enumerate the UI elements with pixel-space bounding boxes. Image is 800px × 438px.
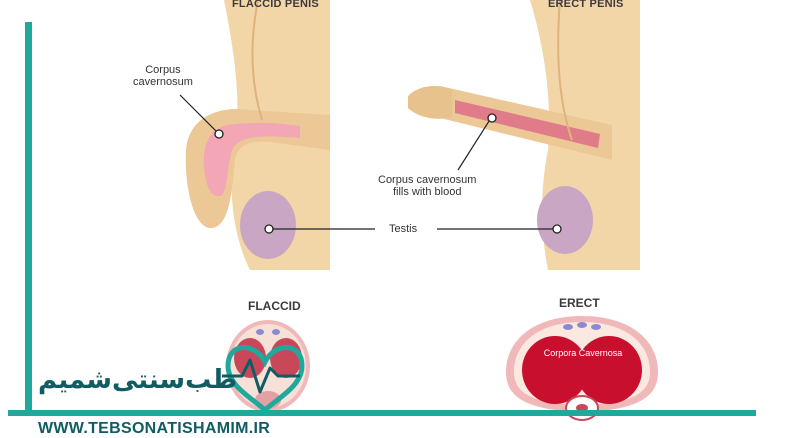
flaccid-cross-section — [226, 320, 310, 412]
label-corpora-cavernosa: Corpora Cavernosa — [543, 348, 623, 358]
brand-name: طب‌سنتی‌شمیم — [38, 364, 238, 394]
marker-testis-left — [264, 224, 274, 234]
marker-testis-right — [552, 224, 562, 234]
flaccid-corpus — [203, 122, 300, 197]
label-testis: Testis — [389, 223, 418, 235]
accent-frame-left — [25, 22, 32, 410]
erect-glans — [408, 86, 452, 119]
heading-flaccid-penis: FLACCID PENIS — [232, 0, 319, 10]
heading-erect-penis: ERECT PENIS — [548, 0, 624, 10]
erect-testis — [537, 186, 593, 254]
accent-frame-bottom — [8, 410, 756, 416]
title-erect: ERECT — [559, 296, 600, 310]
label-corpus-fills-blood: Corpus cavernosum fills with blood — [378, 174, 477, 198]
erect-cross-section — [506, 316, 658, 421]
leader-fills — [457, 117, 492, 171]
label-corpus-cavernosum: Corpus cavernosum — [133, 64, 193, 88]
leader-corpus — [179, 94, 219, 134]
marker-fills — [487, 113, 497, 123]
website-url[interactable]: WWW.TEBSONATISHAMIM.IR — [38, 420, 271, 437]
erect-corpus — [455, 100, 600, 148]
marker-corpus — [214, 129, 224, 139]
erect-urethra-line — [557, 0, 573, 141]
title-flaccid: FLACCID — [248, 299, 301, 313]
erect-penis-figure — [408, 0, 640, 270]
flaccid-urethra-line — [251, 0, 263, 121]
